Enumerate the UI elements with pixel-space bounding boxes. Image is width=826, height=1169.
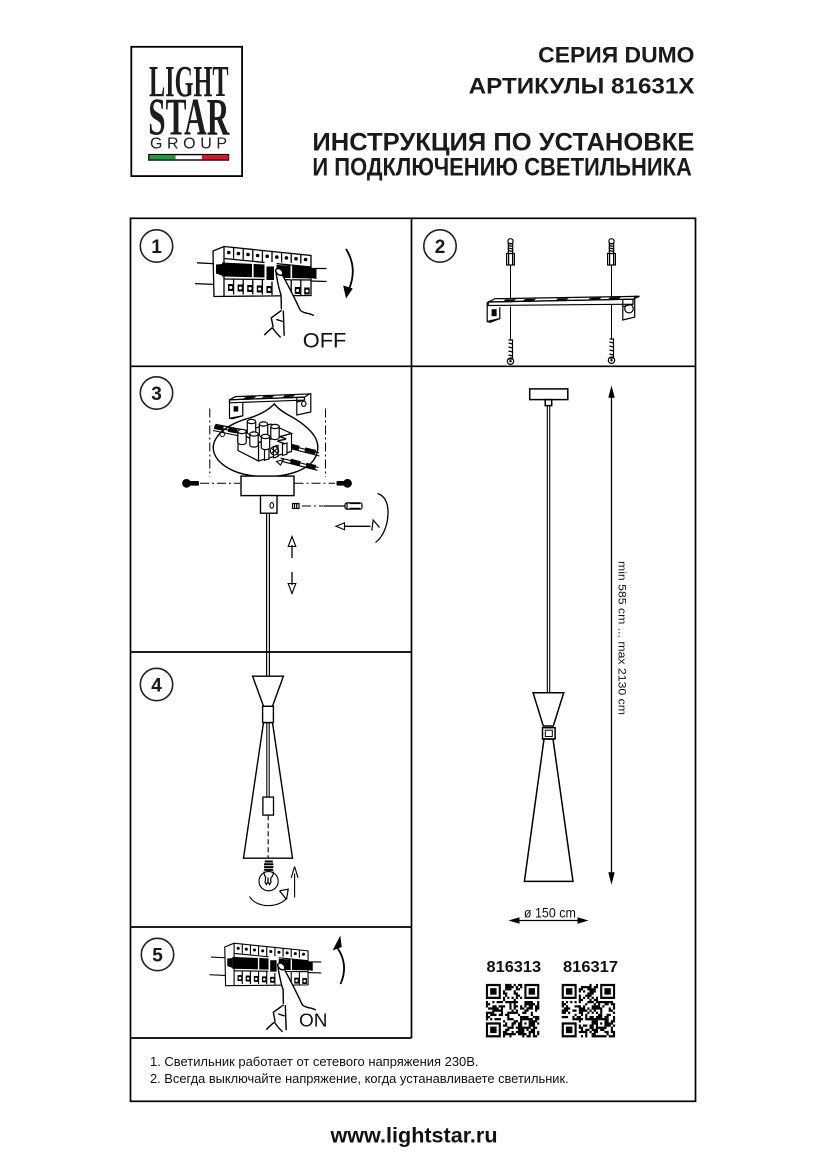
svg-text:OFF: OFF: [303, 329, 347, 353]
svg-text:ИНСТРУКЦИЯ ПО УСТАНОВКЕ: ИНСТРУКЦИЯ ПО УСТАНОВКЕ: [312, 129, 694, 157]
svg-text:ON: ON: [299, 1010, 328, 1031]
svg-text:N: N: [276, 434, 290, 446]
svg-text:LIGHT: LIGHT: [149, 57, 229, 106]
svg-text:GROUP: GROUP: [150, 136, 227, 153]
svg-text:min 585 cm ... max 2130 cm: min 585 cm ... max 2130 cm: [616, 561, 628, 715]
svg-text:2: 2: [435, 237, 446, 258]
svg-text:4: 4: [151, 675, 162, 696]
svg-text:И ПОДКЛЮЧЕНИЮ СВЕТИЛЬНИКА: И ПОДКЛЮЧЕНИЮ СВЕТИЛЬНИКА: [312, 154, 692, 182]
svg-text:СЕРИЯ DUMO: СЕРИЯ DUMO: [538, 42, 694, 67]
svg-text:www.lightstar.ru: www.lightstar.ru: [329, 1125, 497, 1148]
svg-text:5: 5: [152, 945, 163, 966]
svg-text:3: 3: [151, 384, 162, 405]
svg-text:STAR: STAR: [148, 88, 229, 146]
svg-text:ø 150 cm: ø 150 cm: [524, 904, 576, 920]
svg-text:2. Всегда выключайте напряжени: 2. Всегда выключайте напряжение, когда у…: [150, 1071, 569, 1086]
svg-text:816317: 816317: [563, 959, 618, 976]
svg-text:1: 1: [151, 237, 162, 258]
svg-text:1. Светильник работает от сете: 1. Светильник работает от сетевого напря…: [150, 1054, 479, 1069]
svg-text:АРТИКУЛЫ 81631X: АРТИКУЛЫ 81631X: [469, 73, 695, 98]
svg-text:816313: 816313: [487, 959, 542, 976]
